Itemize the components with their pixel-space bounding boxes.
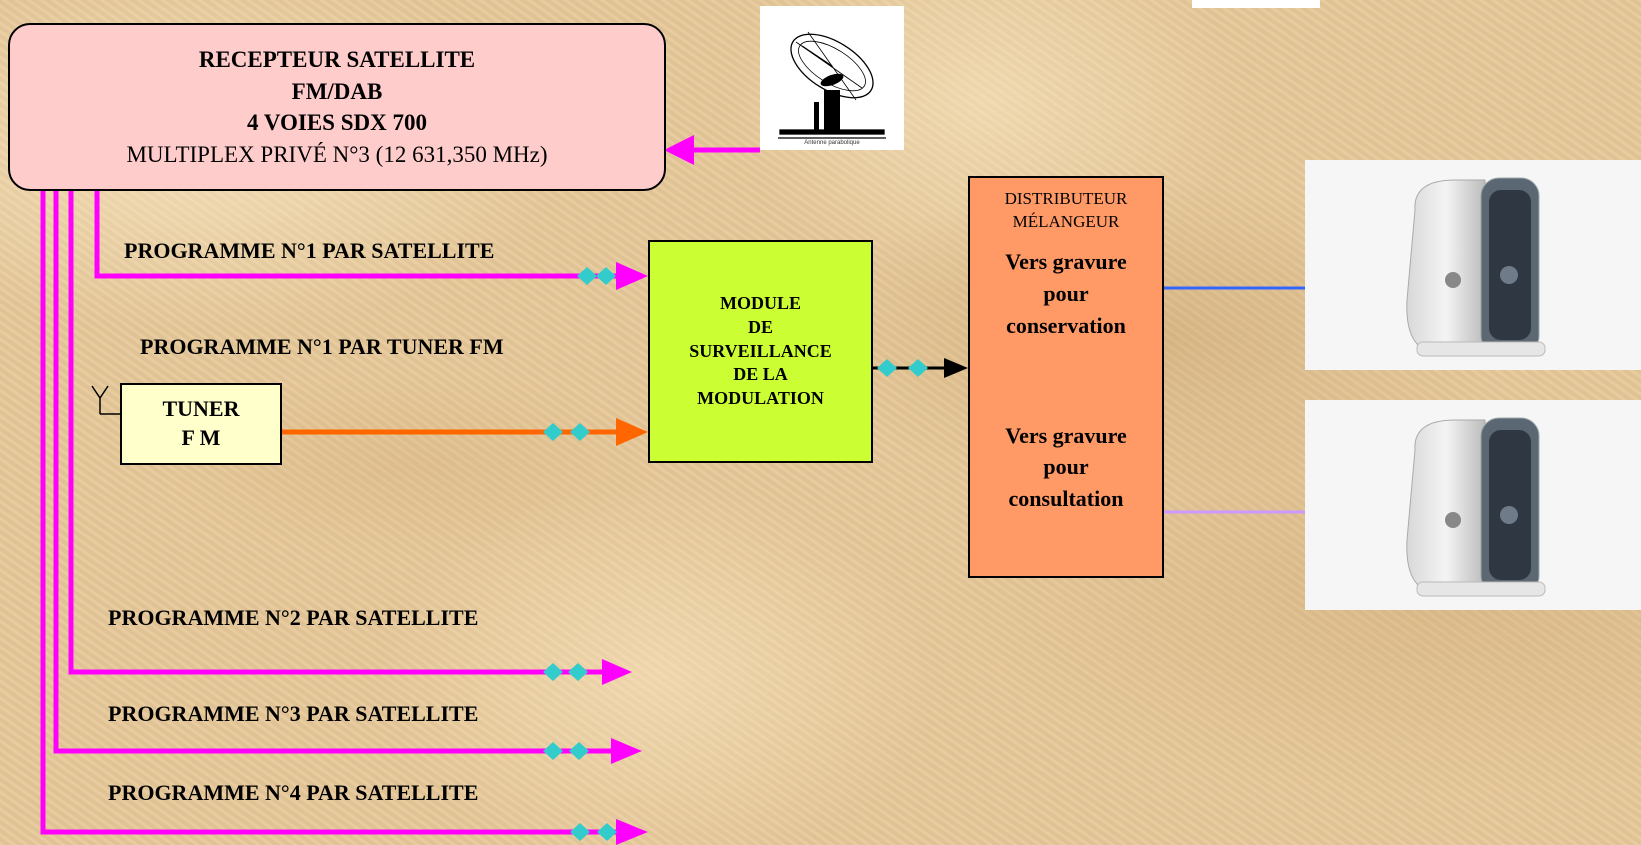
antenna-icon xyxy=(91,385,120,415)
prog2-sat-line xyxy=(68,191,632,685)
output-conservation-line1: Vers gravure xyxy=(1005,248,1127,274)
distributor-mixer-box: DISTRIBUTEUR MÉLANGEUR Vers gravure pour… xyxy=(968,176,1164,578)
dish-drawing xyxy=(778,31,886,139)
receiver-model: 4 VOIES SDX 700 xyxy=(247,110,427,135)
output-consultation-line1: Vers gravure xyxy=(1005,422,1127,448)
module-line5: MODULATION xyxy=(697,388,824,409)
prog4-sat-line xyxy=(40,191,648,845)
label-prog2-sat: PROGRAMME N°2 PAR SATELLITE xyxy=(108,605,479,630)
receiver-title: RECEPTEUR SATELLITE xyxy=(198,47,476,72)
label-prog4-sat: PROGRAMME N°4 PAR SATELLITE xyxy=(108,780,479,805)
fm-tuner-box: TUNER F M xyxy=(120,383,282,465)
prog3-sat-line xyxy=(53,191,642,764)
output-consultation-line3: consultation xyxy=(1008,486,1124,512)
label-prog1-fm: PROGRAMME N°1 PAR TUNER FM xyxy=(140,334,504,359)
module-line1: MODULE xyxy=(720,293,801,314)
computer-drawing xyxy=(1406,177,1546,357)
desktop-computer-icon xyxy=(1305,400,1641,610)
output-consultation: Vers gravure pour consultation xyxy=(1005,420,1127,516)
modulation-monitor-box: MODULE DE SURVEILLANCE DE LA MODULATION xyxy=(648,240,873,463)
satellite-feed-line xyxy=(664,135,760,165)
tuner-line2: F M xyxy=(181,425,221,450)
receiver-format: FM/DAB xyxy=(291,78,383,104)
label-prog3-sat: PROGRAMME N°3 PAR SATELLITE xyxy=(108,701,479,726)
fm-tuner-line xyxy=(282,418,648,446)
satellite-dish-icon: Antenne parabolique xyxy=(760,6,904,150)
module-line4: DE LA xyxy=(733,364,788,385)
dish-caption: Antenne parabolique xyxy=(804,140,860,146)
label-prog1-sat: PROGRAMME N°1 PAR SATELLITE xyxy=(124,238,495,263)
output-conservation: Vers gravure pour conservation xyxy=(1005,246,1127,342)
module-line3: SURVEILLANCE xyxy=(689,340,832,361)
corner-note xyxy=(1192,0,1320,8)
distributor-title-2: MÉLANGEUR xyxy=(1012,211,1120,231)
output-conservation-line3: conservation xyxy=(1006,312,1126,338)
output-conservation-line2: pour xyxy=(1043,280,1089,306)
satellite-receiver-box: RECEPTEUR SATELLITE FM/DAB 4 VOIES SDX 7… xyxy=(8,23,666,191)
computer-drawing xyxy=(1406,417,1546,597)
module-line2: DE xyxy=(747,316,773,337)
output-consultation-line2: pour xyxy=(1043,454,1089,480)
prog1-sat-line xyxy=(94,191,648,290)
connector-diamonds xyxy=(543,267,928,841)
receiver-multiplex: MULTIPLEX PRIVÉ N°3 (12 631,350 MHz) xyxy=(126,141,548,167)
desktop-computer-icon xyxy=(1305,160,1641,370)
tuner-line1: TUNER xyxy=(162,396,240,422)
distributor-title-1: DISTRIBUTEUR xyxy=(1004,189,1128,208)
